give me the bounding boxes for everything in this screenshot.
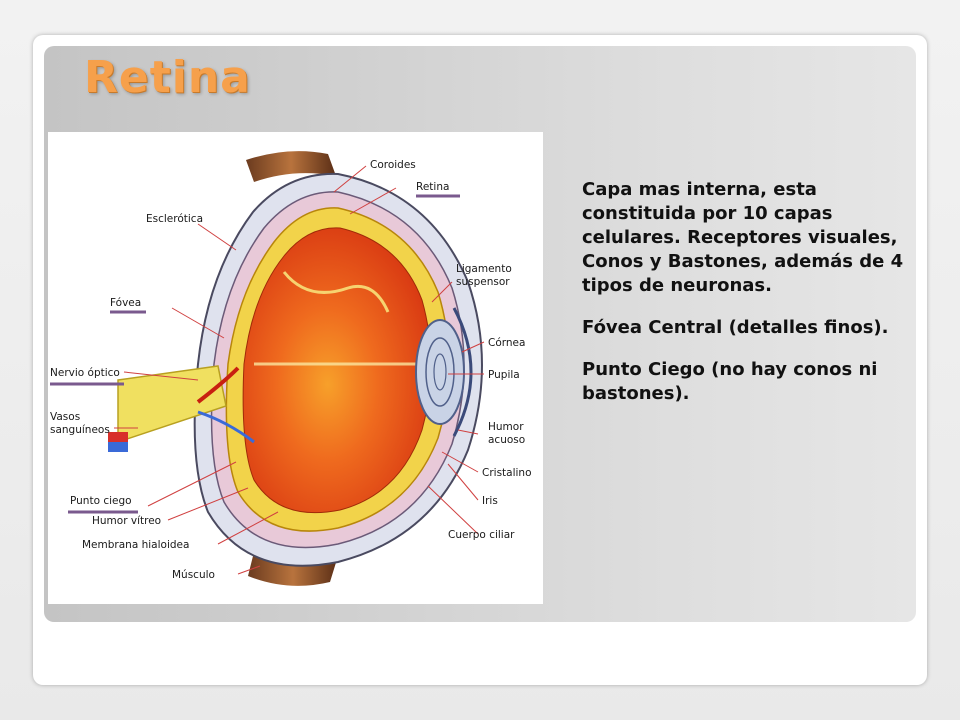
label-membrana-hialoidea: Membrana hialoidea — [82, 539, 189, 551]
label-retina: Retina — [416, 181, 449, 193]
label-humor-acuoso-2: acuoso — [488, 434, 525, 446]
label-coroides: Coroides — [370, 159, 416, 171]
label-humor-acuoso-1: Humor — [488, 421, 524, 433]
eye-diagram-svg: Coroides Retina Esclerótica Ligamento su… — [50, 151, 532, 586]
label-pupila: Pupila — [488, 369, 520, 381]
optic-nerve — [117, 365, 227, 444]
slide-body: Capa mas interna, esta constituida por 1… — [582, 178, 912, 424]
label-fovea: Fóvea — [110, 297, 141, 309]
paragraph-fovea: Fóvea Central (detalles finos). — [582, 317, 889, 338]
label-musculo: Músculo — [172, 569, 215, 581]
paragraph-punto-ciego: Punto Ciego (no hay conos ni bastones). — [582, 359, 878, 404]
label-punto-ciego: Punto ciego — [70, 495, 132, 507]
highlight-underlines — [50, 194, 460, 514]
slide-title: Retina — [84, 52, 251, 103]
cornea — [452, 307, 473, 437]
label-ligamento-1: Ligamento — [456, 263, 512, 275]
label-humor-vitreo: Humor vítreo — [92, 515, 161, 527]
eye-diagram: Coroides Retina Esclerótica Ligamento su… — [48, 132, 543, 604]
label-cornea: Córnea — [488, 337, 525, 349]
label-cuerpo-ciliar: Cuerpo ciliar — [448, 529, 515, 541]
label-vasos-1: Vasos — [50, 411, 80, 423]
label-vasos-2: sanguíneos — [50, 424, 110, 436]
paragraph-retina: Capa mas interna, esta constituida por 1… — [582, 179, 904, 296]
label-nervio-optico: Nervio óptico — [50, 367, 120, 379]
label-cristalino: Cristalino — [482, 467, 532, 479]
label-esclerotica: Esclerótica — [146, 213, 203, 225]
label-ligamento-2: suspensor — [456, 276, 510, 288]
label-iris: Iris — [482, 495, 498, 507]
muscle-top — [246, 151, 336, 182]
vitreous-body — [242, 227, 432, 514]
lens — [415, 319, 465, 425]
